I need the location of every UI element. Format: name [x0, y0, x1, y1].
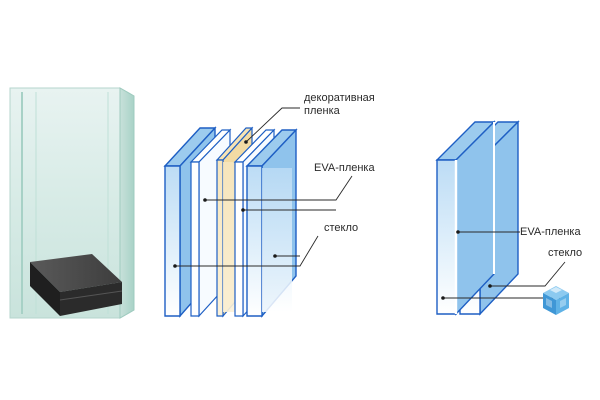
center-leader-dots [173, 140, 277, 268]
eva-film-label-center: EVA-пленка [314, 162, 375, 174]
glass-label-center: стекло [324, 222, 359, 234]
dark-block-top [30, 254, 122, 292]
center-leader-lines [175, 107, 353, 267]
right-leader-lines [443, 231, 566, 299]
glass-pane-2 [245, 128, 298, 318]
tall-glass-side [119, 87, 135, 319]
leader-glass [175, 235, 319, 267]
decorative-film-label-line1: декоративная [304, 92, 375, 104]
decorative-film-label: декоративная пленка [304, 92, 375, 118]
cube-icon [543, 286, 569, 315]
dark-block-front [60, 282, 122, 316]
leader-decorative-film [245, 107, 300, 143]
eva-film-label-right: EVA-пленка [520, 226, 581, 238]
exploded-laminate [163, 107, 353, 318]
dark-block-layer-line [59, 290, 123, 301]
glass-label-right: стекло [548, 247, 583, 259]
leader-eva-film [205, 175, 353, 201]
dark-block-left [30, 262, 60, 316]
tall-glass-sample [9, 87, 135, 319]
assembled-laminate [435, 120, 566, 316]
decorative-film-label-line2: пленка [304, 105, 340, 117]
right-leader-dots [441, 230, 492, 300]
